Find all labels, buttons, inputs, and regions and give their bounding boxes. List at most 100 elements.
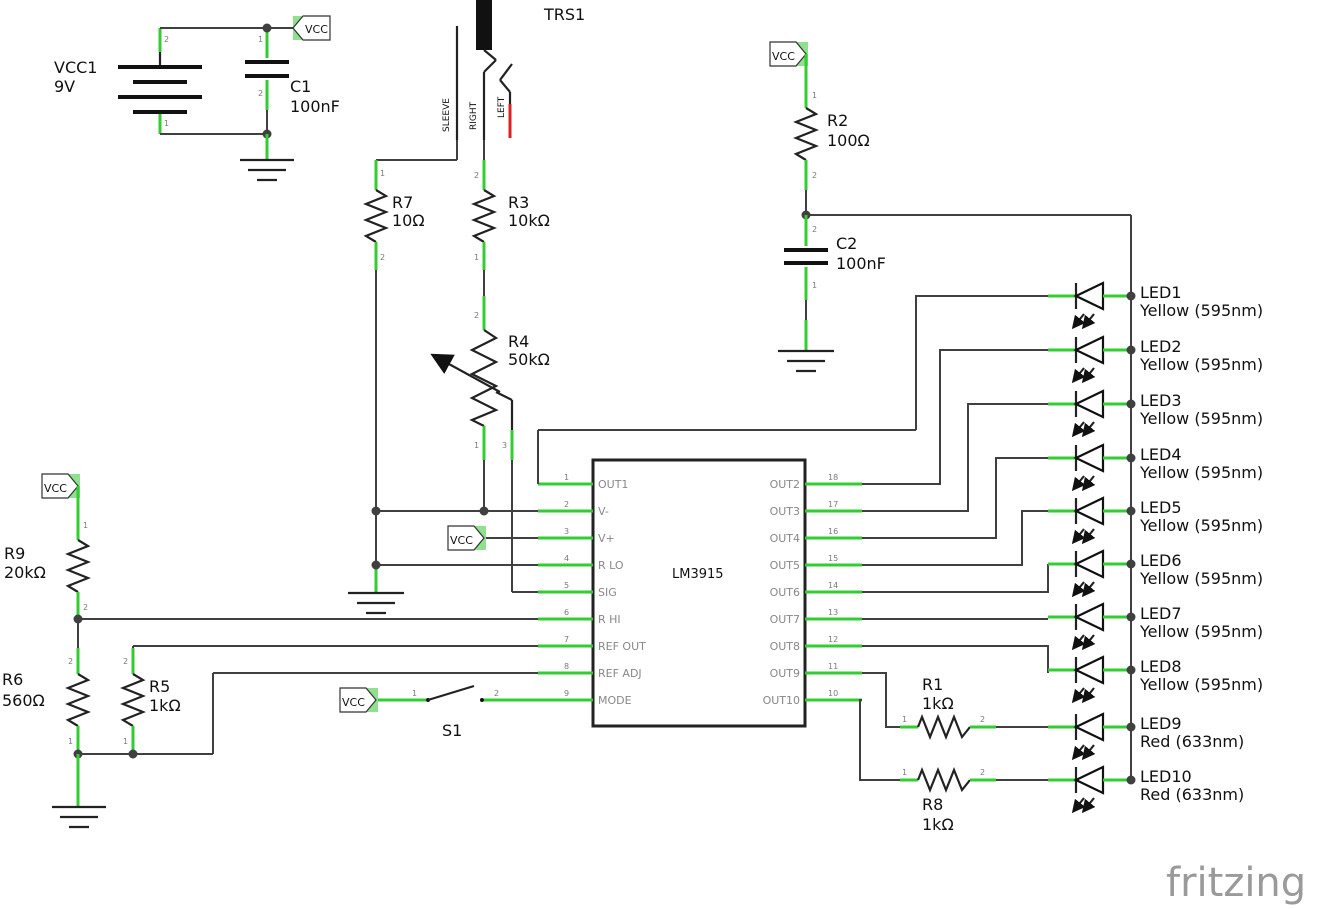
pin-name: R LO (598, 559, 624, 572)
r8-value: 1kΩ (922, 815, 954, 834)
pin-number: 11 (828, 662, 838, 671)
pin-name: OUT8 (770, 640, 800, 653)
battery-vcc1: 2 1 VCC1 9V (54, 28, 202, 134)
pin-number: 1 (564, 473, 569, 482)
capacitor-c2: 2 1 C2 100nF (784, 215, 886, 320)
vcc-flag: VCC (447, 525, 486, 551)
led-name: LED3 (1140, 391, 1182, 410)
vcc-label: VCC (44, 482, 67, 495)
led-color: Red (633nm) (1140, 732, 1244, 751)
resistor-r2: 1 2 R2 100Ω (793, 54, 870, 190)
pin-number: 5 (564, 581, 569, 590)
led-name: LED5 (1140, 498, 1182, 517)
vcc-label: VCC (450, 534, 473, 547)
ground-symbol (778, 320, 834, 373)
svg-text:1: 1 (83, 521, 88, 530)
led-name: LED9 (1140, 714, 1182, 733)
pin-name: OUT9 (770, 667, 800, 680)
led-name: LED4 (1140, 445, 1182, 464)
pin-name: OUT4 (770, 532, 800, 545)
vcc-label: VCC (342, 696, 365, 709)
ic-pin-left: 3V+ (538, 527, 615, 545)
svg-text:2: 2 (68, 657, 73, 666)
ground-symbol (240, 134, 294, 182)
svg-text:2: 2 (380, 253, 385, 262)
s1-name: S1 (442, 721, 462, 740)
led-name: LED6 (1140, 551, 1182, 570)
pin-number: 4 (564, 554, 569, 563)
pin-number: 6 (564, 608, 569, 617)
pin-name: OUT6 (770, 586, 800, 599)
r6-value: 560Ω (2, 691, 45, 710)
svg-text:3: 3 (502, 441, 507, 450)
svg-text:2: 2 (258, 89, 263, 98)
pin-number: 2 (564, 500, 569, 509)
r1-value: 1kΩ (922, 694, 954, 713)
pin-number: 3 (564, 527, 569, 536)
c2-value: 100nF (836, 254, 886, 273)
led-name: LED1 (1140, 283, 1182, 302)
r3-value: 10kΩ (508, 211, 550, 230)
pin-name: OUT1 (598, 478, 628, 491)
r7-name: R7 (392, 193, 413, 212)
r8-name: R8 (922, 795, 943, 814)
ground-symbol (348, 565, 404, 615)
switch-s1: 1 2 S1 (376, 684, 538, 740)
resistor-r7: 1 2 R7 10Ω (363, 160, 425, 270)
svg-text:2: 2 (83, 603, 88, 612)
ic-name: LM3915 (672, 567, 724, 582)
pin-number: 10 (828, 689, 838, 698)
vcc-flag: VCC (769, 41, 808, 67)
svg-text:1: 1 (123, 737, 128, 746)
svg-text:2: 2 (980, 715, 985, 724)
ic-pin-left: 2V- (538, 500, 609, 518)
pin-name: V- (598, 505, 609, 518)
led-color: Yellow (595nm) (1139, 569, 1263, 588)
capacitor-c1: 1 2 C1 100nF (245, 28, 340, 134)
pin-name: V+ (598, 532, 615, 545)
r5-name: R5 (149, 677, 170, 696)
c1-value: 100nF (290, 97, 340, 116)
r1-name: R1 (922, 675, 943, 694)
svg-text:2: 2 (123, 657, 128, 666)
svg-text:1: 1 (902, 768, 907, 777)
ground-symbol (52, 754, 106, 829)
pin-name: SIG (598, 586, 617, 599)
r3-name: R3 (508, 193, 529, 212)
led-color: Yellow (595nm) (1139, 622, 1263, 641)
trs-right-label: RIGHT (469, 101, 479, 130)
svg-text:1: 1 (812, 91, 817, 100)
pin-name: R HI (598, 613, 621, 626)
svg-text:1: 1 (164, 119, 169, 128)
led-name: LED2 (1140, 337, 1182, 356)
svg-text:1: 1 (474, 441, 479, 450)
r9-name: R9 (4, 544, 25, 563)
pin-name: REF ADJ (598, 667, 642, 680)
led-color: Yellow (595nm) (1139, 355, 1263, 374)
pin-number: 16 (828, 527, 838, 536)
potentiometer-r4: 2 1 3 R4 50kΩ (430, 296, 550, 460)
svg-text:2: 2 (812, 171, 817, 180)
r2-value: 100Ω (827, 131, 870, 150)
led-color: Yellow (595nm) (1139, 675, 1263, 694)
pin-number: 15 (828, 554, 838, 563)
trs-left-label: LEFT (497, 96, 507, 118)
led-name: LED10 (1140, 767, 1192, 786)
svg-text:2: 2 (474, 311, 479, 320)
pin-number: 12 (828, 635, 838, 644)
